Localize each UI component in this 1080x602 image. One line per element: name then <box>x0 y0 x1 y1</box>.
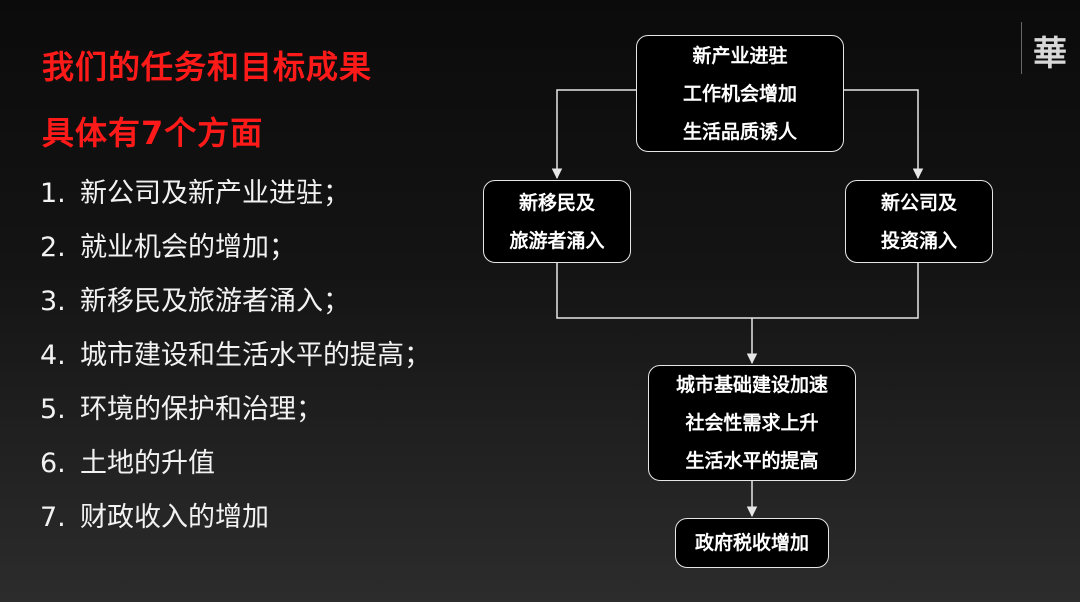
logo-divider <box>1021 22 1022 74</box>
list-item-text: 城市建设和生活水平的提高； <box>80 340 431 371</box>
flow-box-line: 政府税收增加 <box>694 532 809 554</box>
flow-box-line: 旅游者涌入 <box>509 229 605 252</box>
list-item: 6. 土地的升值 <box>40 446 431 500</box>
flow-box-line: 新产业进驻 <box>692 44 788 67</box>
list-item-text: 土地的升值 <box>80 448 215 479</box>
list-item-number: 6. <box>40 448 66 479</box>
list-item-number: 7. <box>40 502 66 533</box>
flow-box-line: 生活品质诱人 <box>682 120 797 143</box>
flow-box-line: 生活水平的提高 <box>685 450 819 472</box>
list-item: 7. 财政收入的增加 <box>40 500 431 554</box>
list-item: 5. 环境的保护和治理； <box>40 392 431 446</box>
page-subtitle: 具体有7个方面 <box>42 114 264 152</box>
list-item: 3. 新移民及旅游者涌入； <box>40 284 431 338</box>
list-item-text: 新移民及旅游者涌入； <box>80 286 350 317</box>
flow-box-urban-development: 城市基础建设加速 社会性需求上升 生活水平的提高 <box>648 365 856 481</box>
connector-top-to-right <box>844 89 924 180</box>
flow-box-line: 新移民及 <box>518 191 595 214</box>
logo-seal: 華 <box>1033 33 1067 74</box>
flow-box-new-residents: 新移民及 旅游者涌入 <box>483 180 631 263</box>
flow-box-line: 工作机会增加 <box>682 82 797 105</box>
list-item: 1. 新公司及新产业进驻； <box>40 176 431 230</box>
list-item: 2. 就业机会的增加； <box>40 230 431 284</box>
flow-box-new-industry: 新产业进驻 工作机会增加 生活品质诱人 <box>636 35 844 152</box>
list-item-number: 3. <box>40 286 66 317</box>
list-item-text: 新公司及新产业进驻； <box>80 178 350 209</box>
flow-box-new-investment: 新公司及 投资涌入 <box>845 180 993 263</box>
list-item: 4. 城市建设和生活水平的提高； <box>40 338 431 392</box>
goals-list: 1. 新公司及新产业进驻； 2. 就业机会的增加； 3. 新移民及旅游者涌入； 4. 城… <box>40 176 431 554</box>
list-item-text: 环境的保护和治理； <box>80 394 323 425</box>
flow-box-line: 投资涌入 <box>880 229 957 252</box>
connector-top-to-left <box>551 89 636 180</box>
page-title: 我们的任务和目标成果 <box>42 48 373 86</box>
list-item-number: 5. <box>40 394 66 425</box>
flow-box-tax-revenue: 政府税收增加 <box>675 518 829 568</box>
list-item-text: 财政收入的增加 <box>80 502 269 533</box>
flow-box-line: 社会性需求上升 <box>685 412 819 434</box>
list-item-text: 就业机会的增加； <box>80 232 296 263</box>
connector-left-merge <box>556 263 752 319</box>
list-item-number: 4. <box>40 340 66 371</box>
list-item-number: 1. <box>40 178 66 209</box>
flow-box-line: 城市基础建设加速 <box>675 374 828 396</box>
connector-right-merge <box>752 263 919 319</box>
flow-box-line: 新公司及 <box>880 191 957 214</box>
list-item-number: 2. <box>40 232 66 263</box>
